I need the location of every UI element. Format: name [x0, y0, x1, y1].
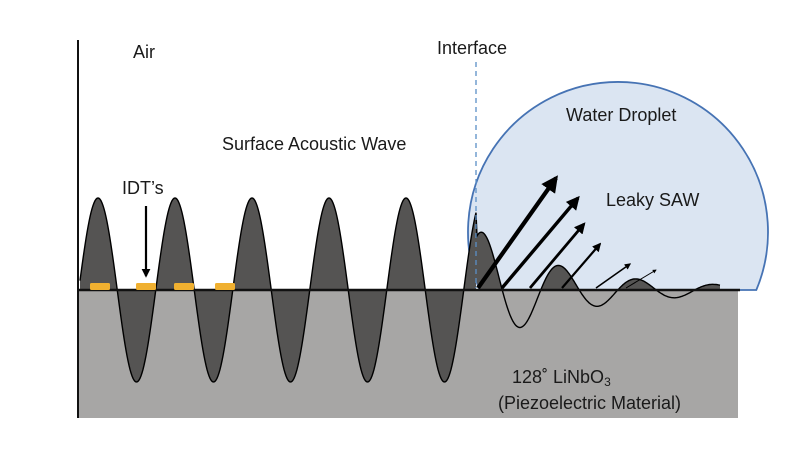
idt-electrodes — [90, 283, 235, 290]
idt-electrode-4 — [215, 283, 235, 290]
material-label: (Piezoelectric Material) — [498, 393, 682, 413]
surface-acoustic-wave-label: Surface Acoustic Wave — [222, 134, 407, 154]
leaky-saw-label: Leaky SAW — [606, 190, 700, 210]
leaky-saw-arrow-1 — [476, 175, 558, 290]
interface-label: Interface — [437, 38, 508, 58]
piezoelectric-substrate — [78, 290, 738, 418]
leaky-saw-arrow-6 — [625, 269, 657, 289]
leaky-saw-arrow-3 — [528, 222, 586, 289]
idt-label: IDT’s — [122, 178, 164, 198]
leaky-saw-arrow-4 — [561, 242, 602, 289]
idt-electrode-1 — [90, 283, 110, 290]
water-droplet-label: Water Droplet — [566, 105, 677, 125]
idt-electrode-3 — [174, 283, 194, 290]
substrate-label-subscript: 3 — [604, 375, 611, 389]
wave-outline — [79, 197, 721, 383]
substrate-label-text: 128˚ LiNbO — [512, 367, 605, 387]
leaky-saw-arrow-2 — [500, 195, 580, 290]
substrate-label: 128˚ LiNbO3 — [512, 367, 611, 389]
leaky-saw-arrow-5 — [595, 263, 632, 289]
air-label: Air — [133, 42, 155, 62]
surface-acoustic-wave — [80, 198, 476, 382]
leaky-saw-arrows — [476, 175, 657, 290]
idt-electrode-2 — [136, 283, 156, 290]
